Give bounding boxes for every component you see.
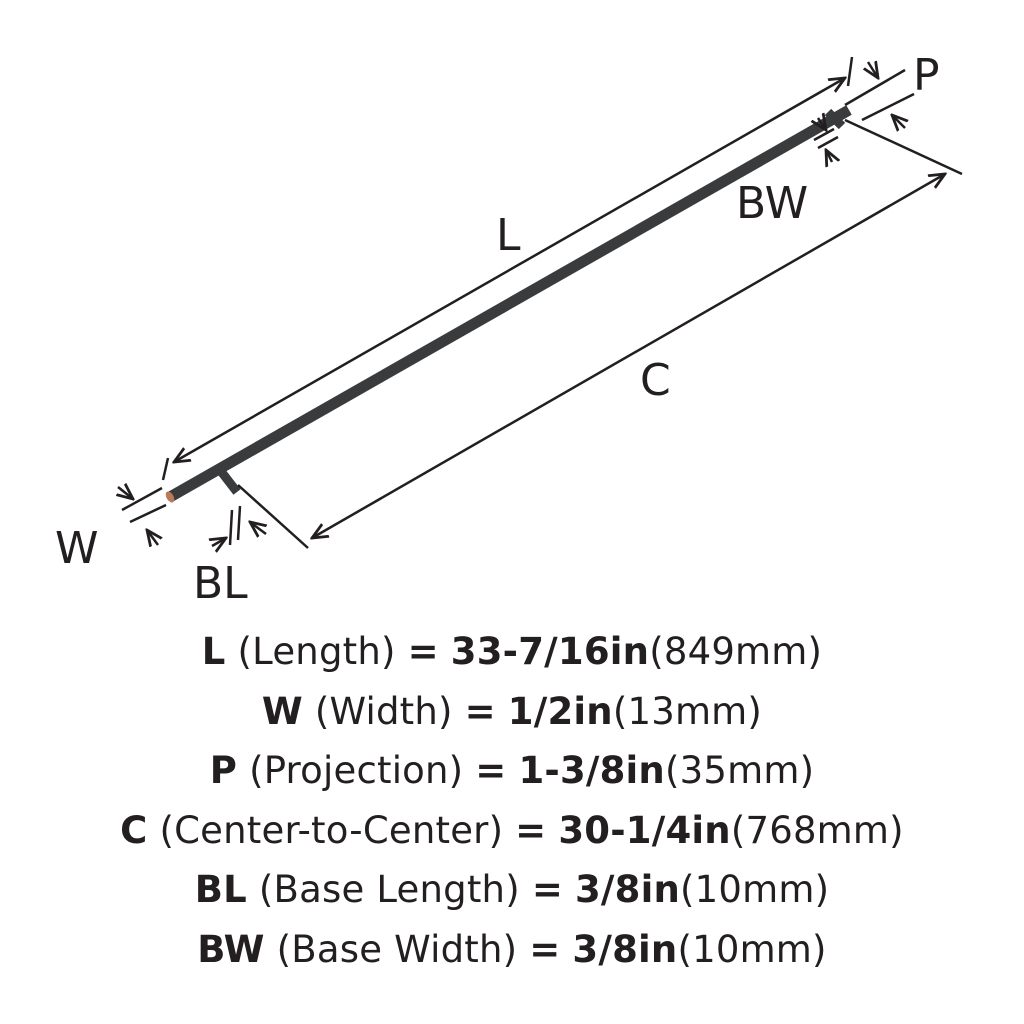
spec-center-to-center: C (Center-to-Center) = 30-1/4in(768mm) bbox=[0, 801, 1024, 861]
spec-length: L (Length) = 33-7/16in(849mm) bbox=[0, 622, 1024, 682]
length-label: L bbox=[496, 210, 521, 261]
spec-imperial: 3/8in bbox=[572, 927, 678, 971]
spec-name: (Projection) bbox=[249, 749, 464, 792]
spec-name: (Width) bbox=[314, 689, 453, 733]
bar-pull-dimension-diagram: L P BW C W BL bbox=[55, 50, 963, 609]
spec-imperial: 33-7/16in bbox=[450, 630, 650, 673]
spec-equals: = bbox=[529, 927, 561, 971]
specification-list: L (Length) = 33-7/16in(849mm) W (Width) … bbox=[0, 622, 1024, 979]
spec-imperial: 1-3/8in bbox=[518, 749, 665, 792]
spec-equals: = bbox=[531, 868, 564, 911]
length-dimension bbox=[161, 56, 854, 481]
center-to-center-dimension bbox=[237, 118, 963, 549]
projection-label: P bbox=[913, 50, 940, 101]
bar-pull-rod bbox=[167, 105, 852, 502]
spec-code: W bbox=[261, 689, 303, 733]
spec-name: (Center-to-Center) bbox=[159, 808, 504, 852]
center-to-center-label: C bbox=[640, 355, 671, 406]
spec-equals: = bbox=[515, 808, 547, 852]
spec-code: C bbox=[120, 808, 148, 852]
base-width-label: BW bbox=[736, 178, 808, 229]
spec-metric: (849mm) bbox=[649, 630, 823, 673]
spec-equals: = bbox=[464, 689, 496, 733]
spec-width: W (Width) = 1/2in(13mm) bbox=[0, 682, 1024, 742]
spec-metric: (35mm) bbox=[664, 749, 815, 792]
spec-base-width: BW (Base Width) = 3/8in(10mm) bbox=[0, 920, 1024, 980]
projection-dimension bbox=[844, 62, 915, 128]
spec-base-length: BL (Base Length) = 3/8in(10mm) bbox=[0, 860, 1024, 920]
spec-imperial: 30-1/4in bbox=[558, 808, 731, 852]
base-length-label: BL bbox=[193, 558, 248, 609]
spec-projection: P (Projection) = 1-3/8in(35mm) bbox=[0, 741, 1024, 801]
spec-metric: (10mm) bbox=[677, 927, 827, 971]
spec-code: BL bbox=[194, 868, 247, 911]
bar-pull-rod-end bbox=[165, 491, 175, 503]
spec-equals: = bbox=[407, 630, 439, 673]
width-dimension bbox=[118, 487, 167, 545]
base-length-dimension bbox=[212, 505, 266, 546]
spec-metric: (768mm) bbox=[730, 808, 904, 852]
bar-pull-illustration bbox=[165, 105, 852, 503]
spec-equals: = bbox=[475, 749, 507, 792]
spec-name: (Base Length) bbox=[258, 868, 520, 911]
spec-code: BW bbox=[197, 927, 265, 971]
spec-imperial: 3/8in bbox=[574, 868, 681, 911]
spec-imperial: 1/2in bbox=[507, 689, 613, 733]
spec-name: (Base Width) bbox=[276, 927, 518, 971]
spec-code: L bbox=[201, 630, 226, 673]
spec-name: (Length) bbox=[237, 630, 396, 673]
bar-pull-left-base bbox=[216, 467, 241, 495]
spec-metric: (10mm) bbox=[680, 868, 830, 911]
spec-metric: (13mm) bbox=[612, 689, 763, 733]
width-label: W bbox=[55, 523, 99, 574]
spec-code: P bbox=[209, 749, 238, 792]
base-width-dimension bbox=[814, 118, 838, 162]
